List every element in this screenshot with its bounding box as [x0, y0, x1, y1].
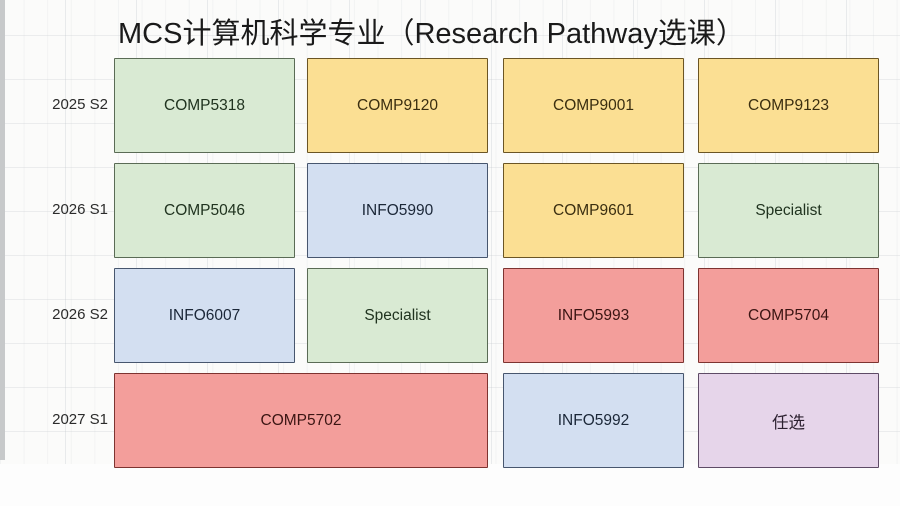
- course-cell[interactable]: COMP5702: [114, 373, 488, 468]
- course-cell[interactable]: COMP5046: [114, 163, 295, 258]
- course-cell[interactable]: Specialist: [698, 163, 879, 258]
- course-cell[interactable]: COMP9123: [698, 58, 879, 153]
- course-cell[interactable]: INFO5993: [503, 268, 684, 363]
- row-label-3: 2026 S2: [52, 305, 108, 323]
- course-cell[interactable]: COMP9001: [503, 58, 684, 153]
- bottom-blank-band: [0, 464, 900, 506]
- course-cell[interactable]: INFO5992: [503, 373, 684, 468]
- course-cell[interactable]: Specialist: [307, 268, 488, 363]
- course-cell[interactable]: INFO5990: [307, 163, 488, 258]
- page-title: MCS计算机科学专业（Research Pathway选课）: [118, 18, 745, 50]
- course-cell[interactable]: COMP5704: [698, 268, 879, 363]
- course-cell[interactable]: COMP9120: [307, 58, 488, 153]
- course-cell[interactable]: 任选: [698, 373, 879, 468]
- row-label-2: 2026 S1: [52, 200, 108, 218]
- course-cell[interactable]: COMP5318: [114, 58, 295, 153]
- left-gutter-strip: [0, 0, 5, 460]
- row-label-4: 2027 S1: [52, 410, 108, 428]
- row-label-1: 2025 S2: [52, 95, 108, 113]
- course-cell[interactable]: INFO6007: [114, 268, 295, 363]
- course-cell[interactable]: COMP9601: [503, 163, 684, 258]
